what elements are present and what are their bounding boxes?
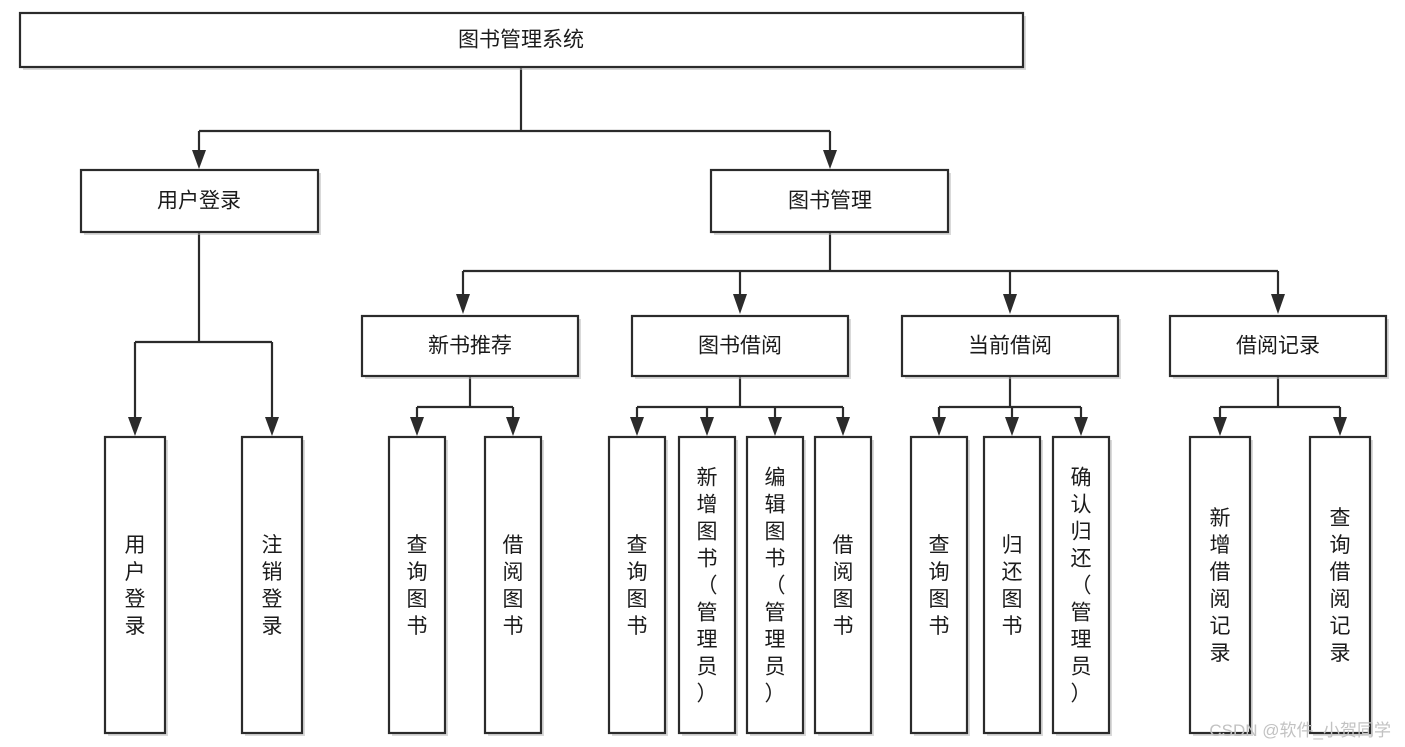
arrowhead-current-borrow bbox=[1003, 294, 1017, 314]
node-leaf-return-book[interactable]: 归还图书 bbox=[982, 435, 1043, 736]
csdn-watermark: CSDN @软件_小贺同学 bbox=[1209, 721, 1391, 740]
node-new-book-recommend[interactable]: 新书推荐 bbox=[360, 314, 581, 379]
arrowhead-new-book-rec bbox=[456, 294, 470, 314]
arrowhead-leaf-query-record bbox=[1333, 417, 1347, 436]
node-leaf-add-record[interactable]: 新增借阅记录 bbox=[1188, 435, 1253, 736]
node-book-manage[interactable]: 图书管理 bbox=[709, 168, 951, 235]
arrowhead-leaf-return-book bbox=[1005, 417, 1019, 436]
leaf-query-book-bor-label: 查询图书 bbox=[627, 534, 648, 638]
leaf-logout-label: 注销登录 bbox=[262, 534, 283, 638]
node-leaf-confirm-return[interactable]: 确认归还（管理员） bbox=[1051, 435, 1112, 736]
node-leaf-query-book-rec[interactable]: 查询图书 bbox=[387, 435, 448, 736]
leaf-query-book-rec-label: 查询图书 bbox=[407, 534, 428, 638]
arrowhead-leaf-logout bbox=[265, 417, 279, 436]
arrowhead-leaf-query-book-cur bbox=[932, 417, 946, 436]
node-leaf-borrow-book-rec[interactable]: 借阅图书 bbox=[483, 435, 544, 736]
arrowhead-leaf-borrow-book-rec bbox=[506, 417, 520, 436]
leaf-borrow-book-rec-label: 借阅图书 bbox=[503, 534, 524, 638]
leaf-user-login-label: 用户登录 bbox=[125, 534, 146, 638]
node-book-manage-label: 图书管理 bbox=[788, 190, 872, 213]
arrowhead-leaf-borrow-book-bor bbox=[836, 417, 850, 436]
node-leaf-query-record[interactable]: 查询借阅记录 bbox=[1308, 435, 1373, 736]
node-leaf-borrow-book-bor[interactable]: 借阅图书 bbox=[813, 435, 874, 736]
arrowhead-borrow-record bbox=[1271, 294, 1285, 314]
arrowhead-leaf-confirm-return bbox=[1074, 417, 1088, 436]
leaf-add-book-admin-label: 新增图书（管理员） bbox=[697, 467, 718, 706]
node-user-login[interactable]: 用户登录 bbox=[79, 168, 321, 235]
node-leaf-query-book-cur[interactable]: 查询图书 bbox=[909, 435, 970, 736]
connector-group-current-borrow-children bbox=[932, 376, 1088, 436]
leaf-borrow-book-bor-label: 借阅图书 bbox=[833, 534, 854, 638]
arrowhead-leaf-query-book-bor bbox=[630, 417, 644, 436]
arrowhead-leaf-query-book-rec bbox=[410, 417, 424, 436]
connector-group-root-to-level2 bbox=[192, 67, 837, 169]
arrowhead-leaf-add-record bbox=[1213, 417, 1227, 436]
node-borrow-record-label: 借阅记录 bbox=[1236, 335, 1320, 358]
connector-group-user-login-children bbox=[128, 232, 279, 436]
node-current-borrow[interactable]: 当前借阅 bbox=[900, 314, 1121, 379]
leaf-query-book-cur-label: 查询图书 bbox=[929, 534, 950, 638]
leaf-add-record-label: 新增借阅记录 bbox=[1210, 507, 1231, 665]
node-root[interactable]: 图书管理系统 bbox=[18, 11, 1026, 70]
arrowhead-leaf-edit-book-admin bbox=[768, 417, 782, 436]
node-borrow-record[interactable]: 借阅记录 bbox=[1168, 314, 1389, 379]
leaf-node-layer: 用户登录 注销登录 查询图书 借阅图书 查询图书 新增图书（管理员） 编辑图书（管理员） 借阅… bbox=[103, 435, 1373, 736]
node-new-book-recommend-label: 新书推荐 bbox=[428, 335, 512, 358]
connector-group-new-book-rec-children bbox=[410, 376, 520, 436]
leaf-edit-book-admin-label: 编辑图书（管理员） bbox=[765, 467, 786, 706]
leaf-query-record-label: 查询借阅记录 bbox=[1330, 507, 1351, 665]
arrowhead-leaf-add-book-admin bbox=[700, 417, 714, 436]
arrowhead-user-login bbox=[192, 150, 206, 169]
connector-group-book-manage-children bbox=[456, 232, 1285, 314]
connector-group-book-borrow-children bbox=[630, 376, 850, 436]
node-book-borrow[interactable]: 图书借阅 bbox=[630, 314, 851, 379]
node-leaf-query-book-bor[interactable]: 查询图书 bbox=[607, 435, 668, 736]
node-book-borrow-label: 图书借阅 bbox=[698, 335, 782, 358]
node-leaf-edit-book-admin[interactable]: 编辑图书（管理员） bbox=[745, 435, 806, 736]
node-leaf-logout[interactable]: 注销登录 bbox=[240, 435, 305, 736]
arrowhead-leaf-user-login bbox=[128, 417, 142, 436]
node-current-borrow-label: 当前借阅 bbox=[968, 335, 1052, 358]
leaf-confirm-return-label: 确认归还（管理员） bbox=[1071, 467, 1092, 706]
connector-group-borrow-record-children bbox=[1213, 376, 1347, 436]
arrowhead-book-borrow bbox=[733, 294, 747, 314]
arrowhead-book-manage bbox=[823, 150, 837, 169]
node-root-label: 图书管理系统 bbox=[458, 29, 584, 52]
node-leaf-add-book-admin[interactable]: 新增图书（管理员） bbox=[677, 435, 738, 736]
node-leaf-user-login[interactable]: 用户登录 bbox=[103, 435, 168, 736]
node-user-login-label: 用户登录 bbox=[157, 190, 241, 213]
leaf-return-book-label: 归还图书 bbox=[1002, 534, 1023, 638]
